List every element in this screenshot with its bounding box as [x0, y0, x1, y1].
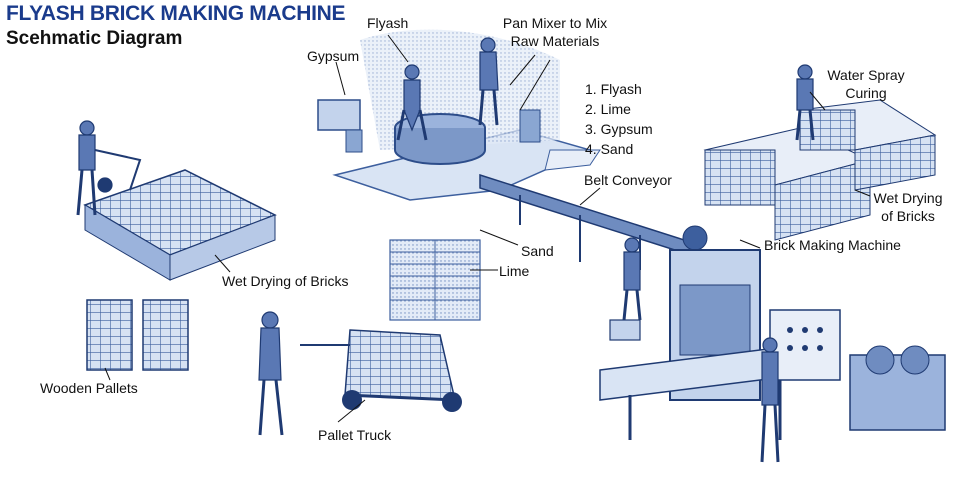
worker-figure-mixer	[396, 37, 499, 141]
pallet-truck-label: Pallet Truck	[318, 427, 392, 443]
belt-conveyor-label: Belt Conveyor	[584, 172, 672, 188]
label-pointer-lines	[104, 34, 871, 423]
mixing-platform	[317, 29, 601, 201]
water-spray-label: Water Spray Curing	[818, 66, 914, 102]
wooden-pallets-label: Wooden Pallets	[40, 380, 138, 396]
wet-drying-right-label: Wet Drying of Bricks	[862, 189, 954, 225]
curing-brick-stacks	[703, 99, 937, 241]
wet-drying-right-label-line2: of Bricks	[881, 208, 935, 224]
sand-lime-bags	[389, 239, 481, 321]
diagram-title: FLYASH BRICK MAKING MACHINE	[6, 2, 346, 25]
materials-list: 1. Flyash 2. Lime 3. Gypsum 4. Sand	[585, 79, 653, 159]
machine-operator-figures	[609, 237, 780, 463]
materials-list-item: 2. Lime	[585, 101, 631, 117]
water-spray-worker	[795, 64, 815, 141]
diagram-subtitle: Scehmatic Diagram	[6, 28, 183, 49]
wooden-pallets	[86, 299, 189, 371]
brick-making-machine	[599, 249, 946, 440]
pallet-truck-worker	[258, 311, 284, 436]
wet-drying-right-label-line1: Wet Drying	[873, 190, 943, 206]
pan-mixer-label-line2: Raw Materials	[510, 33, 600, 49]
materials-list-item: 1. Flyash	[585, 81, 642, 97]
gypsum-label: Gypsum	[307, 48, 360, 64]
lime-label: Lime	[499, 263, 530, 279]
water-spray-label-line1: Water Spray	[827, 67, 905, 83]
materials-list-item: 4. Sand	[585, 141, 634, 157]
flyash-label: Flyash	[367, 15, 409, 31]
water-spray-label-line2: Curing	[845, 85, 887, 101]
materials-list-item: 3. Gypsum	[585, 121, 653, 137]
pan-mixer-label: Pan Mixer to Mix Raw Materials	[496, 14, 614, 50]
pan-mixer-label-line1: Pan Mixer to Mix	[502, 15, 608, 31]
pallet-truck	[300, 329, 462, 412]
sand-label: Sand	[521, 243, 554, 259]
brick-making-machine-label: Brick Making Machine	[764, 237, 901, 253]
left-worker-with-trolley	[76, 120, 142, 216]
left-wet-drying-bricks	[83, 169, 277, 281]
wet-drying-left-label: Wet Drying of Bricks	[222, 273, 349, 289]
